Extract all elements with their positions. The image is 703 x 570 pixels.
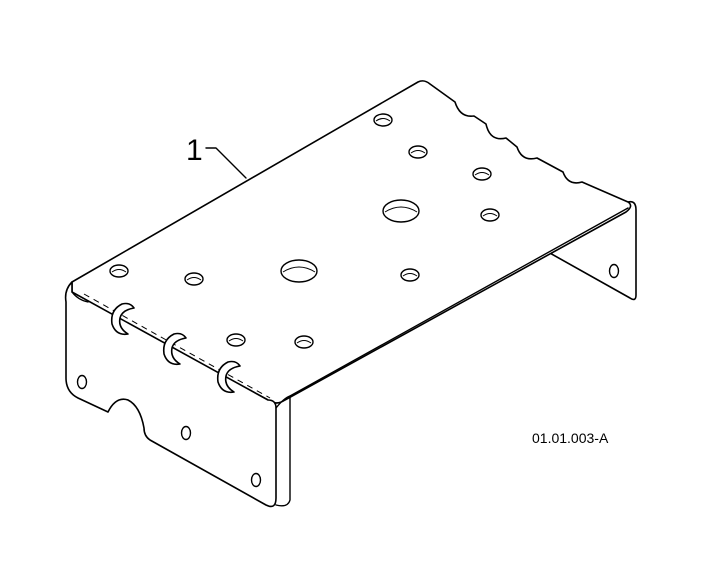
slot-3 [216,360,241,394]
front-flange-hole-right [250,472,262,488]
small-hole [400,268,420,282]
small-hole [408,145,428,159]
small-hole [226,333,246,347]
top-plate [71,80,632,404]
front-flange [64,281,291,508]
small-hole [373,113,393,127]
right-flange-hole [608,263,620,279]
small-hole [480,208,500,222]
leader-line [205,147,247,179]
small-hole [472,167,492,181]
reference-code: 01.01.003-A [532,430,609,446]
callout-number: 1 [186,134,203,167]
callout-1: 1 [186,134,247,179]
large-hole-1 [280,259,318,283]
front-flange-hole-left [76,374,88,390]
front-flange-hole-middle [180,425,192,441]
small-hole [294,335,314,349]
top-plate-holes [109,113,500,349]
slot-1 [110,302,135,336]
large-hole-2 [382,199,420,223]
slot-2 [162,332,187,366]
small-hole [184,272,204,286]
small-hole [109,264,129,278]
right-flange [547,200,637,301]
